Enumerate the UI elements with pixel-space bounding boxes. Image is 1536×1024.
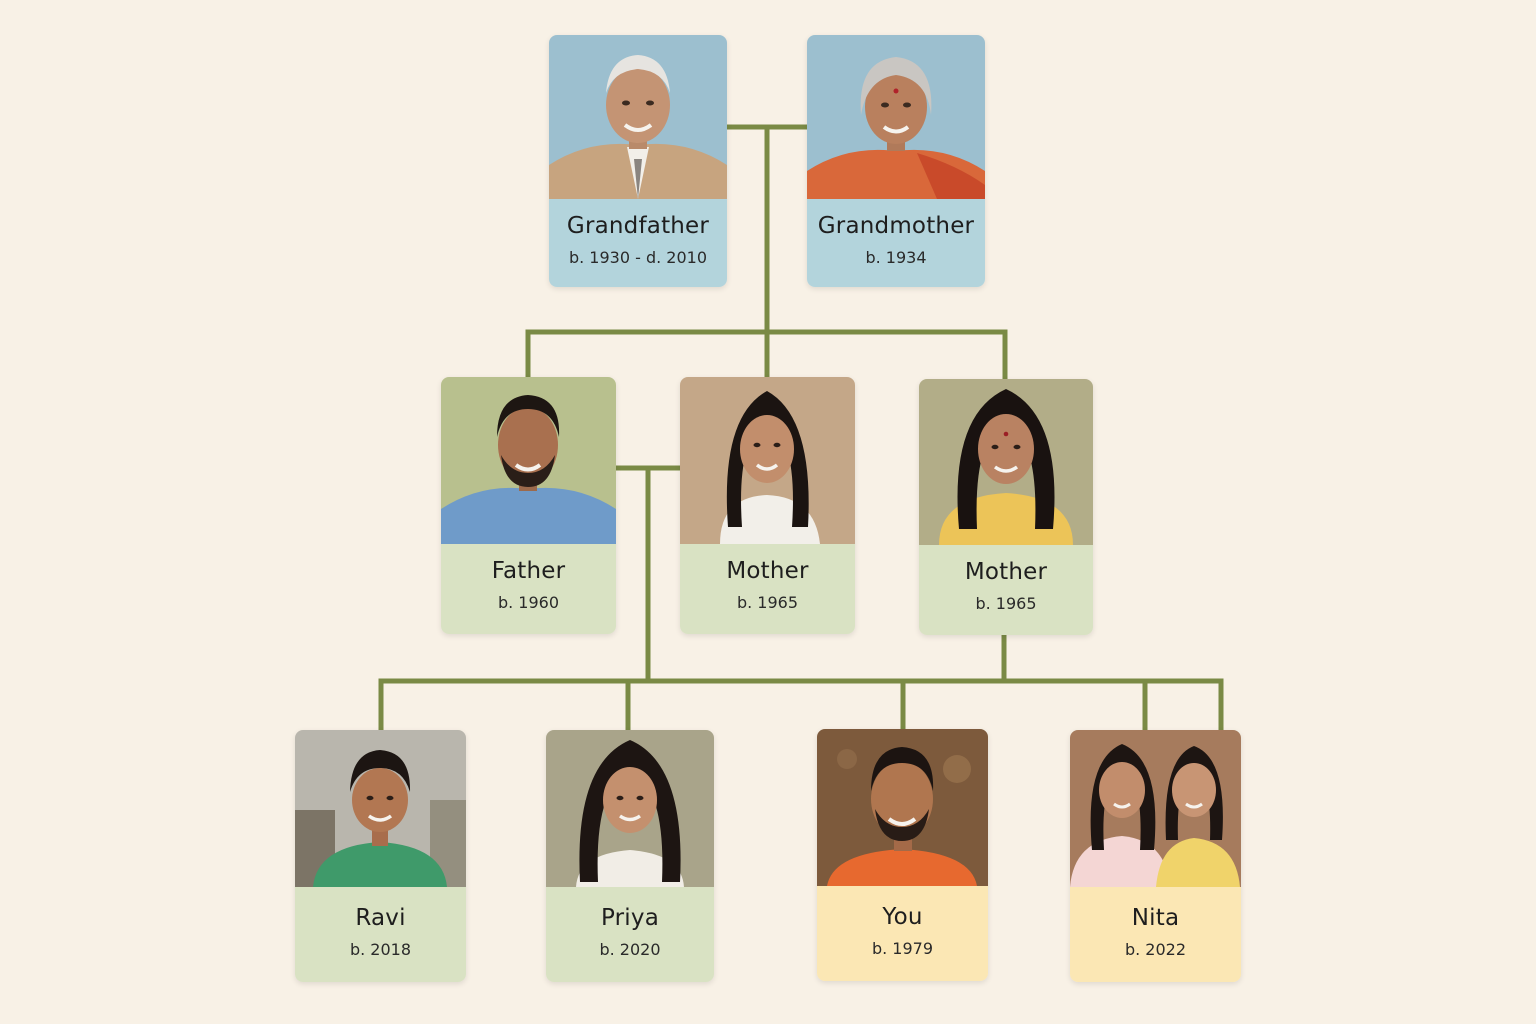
mother-photo bbox=[680, 377, 855, 544]
person-card-ravi[interactable]: Ravi b. 2018 bbox=[295, 730, 466, 982]
father-photo bbox=[441, 377, 616, 544]
person-card-father[interactable]: Father b. 1960 bbox=[441, 377, 616, 634]
person-dates: b. 1965 bbox=[736, 593, 799, 612]
person-dates: b. 1979 bbox=[871, 939, 934, 958]
person-card-nita[interactable]: Nita b. 2022 bbox=[1070, 730, 1241, 982]
nita-label: Nita b. 2022 bbox=[1070, 887, 1241, 982]
grandfather-label: Grandfather b. 1930 - d. 2010 bbox=[549, 199, 727, 287]
you-label: You b. 1979 bbox=[817, 886, 988, 981]
person-name: Grandfather bbox=[566, 213, 710, 239]
priya-label: Priya b. 2020 bbox=[546, 887, 714, 982]
person-name: Mother bbox=[726, 558, 809, 584]
person-name: Mother bbox=[964, 559, 1048, 585]
person-card-priya[interactable]: Priya b. 2020 bbox=[546, 730, 714, 982]
grandmother-photo bbox=[807, 35, 985, 199]
person-dates: b. 1930 - d. 2010 bbox=[568, 248, 708, 267]
person-card-grandmother[interactable]: Grandmother b. 1934 bbox=[807, 35, 985, 287]
ravi-photo bbox=[295, 730, 466, 887]
mother-label: Mother b. 1965 bbox=[919, 545, 1093, 635]
person-dates: b. 2018 bbox=[349, 940, 412, 959]
person-name: Father bbox=[491, 558, 566, 584]
person-card-mother[interactable]: Mother b. 1965 bbox=[919, 379, 1093, 635]
person-dates: b. 2020 bbox=[599, 940, 661, 959]
person-dates: b. 1934 bbox=[865, 248, 927, 267]
person-card-mother[interactable]: Mother b. 1965 bbox=[680, 377, 855, 634]
grandfather-photo bbox=[549, 35, 727, 199]
nita-photo bbox=[1070, 730, 1241, 887]
person-name: Priya bbox=[600, 905, 660, 931]
grandmother-label: Grandmother b. 1934 bbox=[807, 199, 985, 287]
mother-photo bbox=[919, 379, 1093, 545]
person-card-grandfather[interactable]: Grandfather b. 1930 - d. 2010 bbox=[549, 35, 727, 287]
you-photo bbox=[817, 729, 988, 886]
person-dates: b. 2022 bbox=[1124, 940, 1187, 959]
person-name: Nita bbox=[1131, 905, 1180, 931]
mother-label: Mother b. 1965 bbox=[680, 544, 855, 634]
person-name: Grandmother bbox=[817, 213, 975, 239]
person-dates: b. 1960 bbox=[497, 593, 560, 612]
person-dates: b. 1965 bbox=[975, 594, 1037, 613]
ravi-label: Ravi b. 2018 bbox=[295, 887, 466, 982]
father-label: Father b. 1960 bbox=[441, 544, 616, 634]
person-name: Ravi bbox=[355, 905, 406, 931]
priya-photo bbox=[546, 730, 714, 887]
person-name: You bbox=[882, 904, 923, 930]
person-card-you[interactable]: You b. 1979 bbox=[817, 729, 988, 981]
